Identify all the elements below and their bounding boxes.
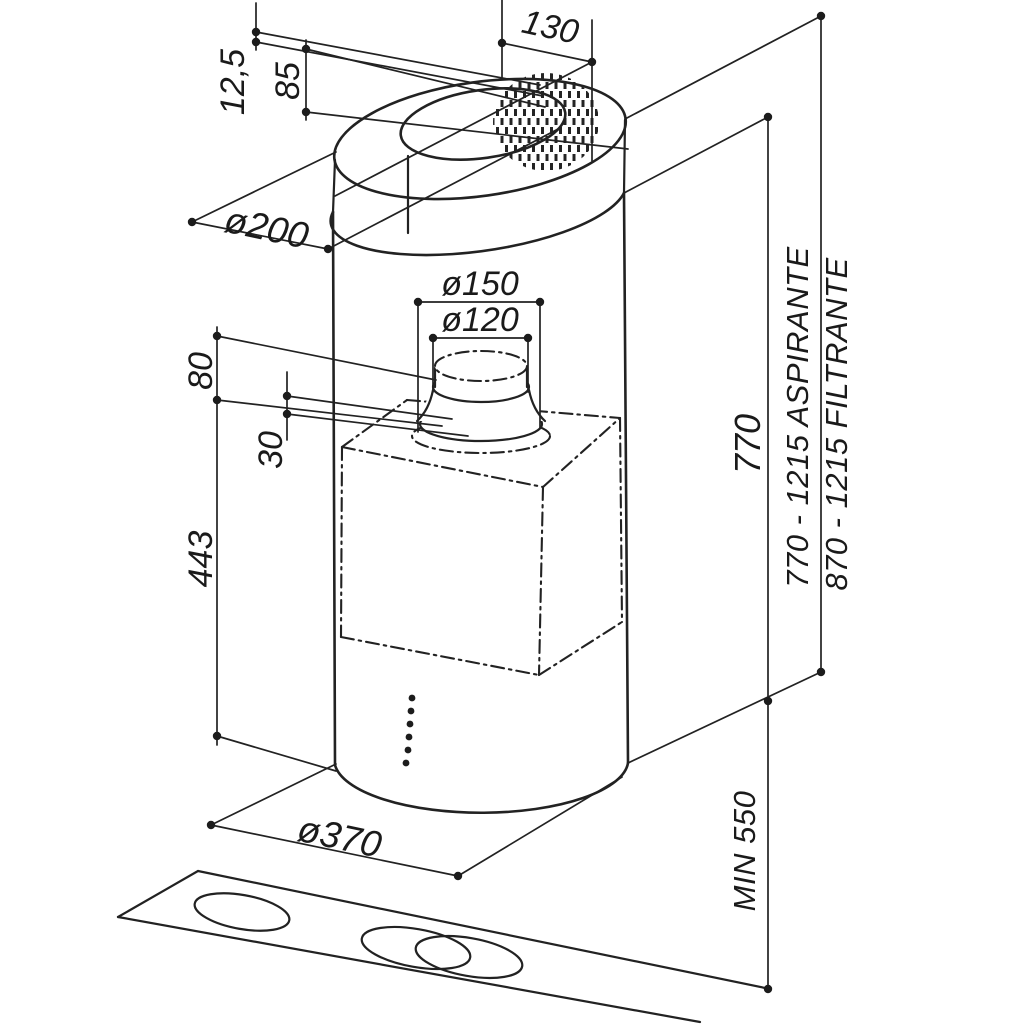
dim-130-label: 130 (519, 3, 582, 52)
box-front-right-edge (537, 485, 545, 677)
duct-spigot (410, 349, 552, 455)
dim-200-label: ø200 (221, 199, 312, 257)
control-buttons (402, 694, 416, 767)
dim-spigot-base-height: 30 (252, 371, 469, 469)
dim-total-height: 770 MIN 550 (623, 112, 822, 994)
burner-left (193, 892, 291, 932)
dim-spigot-height: 80 (182, 326, 443, 746)
dimensions: 12,5 85 130 ø200 (182, 0, 854, 994)
box-right-top-edge (541, 416, 622, 489)
box-left-top-edge (340, 398, 409, 449)
burner-right (414, 934, 524, 980)
body-right-edge (622, 191, 630, 765)
spigot-flare-right (527, 388, 547, 423)
dim-12-5-label: 12,5 (214, 49, 252, 115)
dim-spigot-outer: ø150 (413, 265, 545, 433)
dim-filtrante-label: 870 - 1215 FILTRANTE (819, 257, 854, 590)
dim-min550-label: MIN 550 (727, 791, 762, 912)
body-bottom-rim (333, 761, 630, 815)
cooktop-back-edge (196, 869, 772, 991)
box-front-top-edge (340, 445, 545, 489)
box-bottom-front-edge (339, 635, 541, 677)
dim-30-label: 30 (252, 431, 290, 469)
flange-bottom-rim (329, 191, 626, 257)
flange-right-wall (622, 118, 627, 195)
dim-770-label: 770 (727, 414, 768, 474)
dim-body-height: 443 (182, 531, 337, 772)
spigot-top-opening (433, 349, 529, 383)
dim-150-label: ø150 (441, 265, 519, 303)
dim-spigot-inner: ø120 (428, 301, 533, 393)
spigot-flare-left (415, 388, 435, 423)
vent-grille-hatch (493, 73, 599, 171)
dim-aspirante-label: 770 - 1215 ASPIRANTE (780, 246, 815, 587)
burner-middle (360, 925, 472, 971)
dim-flange-plate: 12,5 (214, 2, 544, 115)
dim-height-ranges: 770 - 1215 ASPIRANTE 870 - 1215 FILTRANT… (624, 11, 854, 677)
cooktop-front-edge (116, 915, 702, 1024)
cooktop (116, 869, 772, 1024)
box-front-left-edge (339, 445, 344, 639)
dim-body-diameter: ø370 (206, 763, 623, 881)
dim-443-label: 443 (182, 531, 220, 588)
flange-left-wall (331, 158, 337, 214)
dim-flange-height: 85 (269, 39, 629, 150)
dim-120-label: ø120 (441, 301, 519, 339)
dim-85-label: 85 (269, 62, 307, 100)
dim-80-label: 80 (182, 352, 220, 390)
body-left-edge (331, 210, 337, 767)
cooktop-left-edge (116, 869, 200, 919)
dim-370-label: ø370 (294, 808, 385, 866)
box-back-right-edge (618, 416, 624, 624)
box-bottom-right-edge (537, 620, 624, 677)
